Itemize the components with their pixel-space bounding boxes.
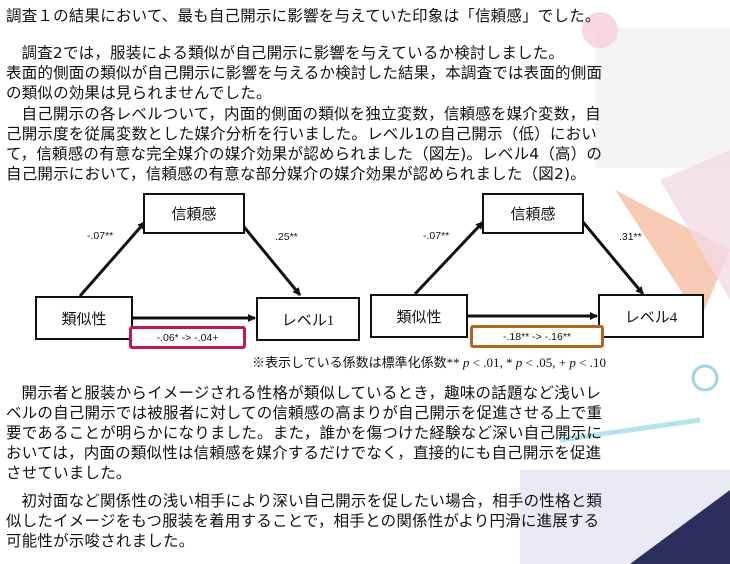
- study2-line: 表面的側面の類似が自己開示に影響を与えるか検討した結果，本調査では表面的側面: [6, 64, 603, 82]
- right-predictor-box: 類似性: [370, 294, 468, 338]
- decor-triangle-navy: [630, 490, 730, 564]
- discussion-line: ベルの自己開示では被服者に対しての信頼感の高まりが自己開示を促進させる上で重: [6, 404, 603, 422]
- left-path-a-coefficient: -.07**: [87, 230, 114, 242]
- conclusion-line: 初対面など関係性の浅い相手により深い自己開示を促したい場合，相手の性格と類: [21, 492, 603, 510]
- decor-ring: [691, 364, 719, 392]
- right-path-b-coefficient: .31**: [619, 231, 642, 243]
- mediation-line: て，信頼感の有意な完全媒介の媒介効果が認められました（図左)。レベル4（高）の: [6, 145, 603, 163]
- result-sentence: 調査１の結果において、最も自己開示に影響を与えていた印象は「信頼感」でした。: [6, 7, 601, 25]
- study2-paragraph: 調査2では，服装による類似が自己開示に影響を与えているか検討しました。 表面的側…: [6, 43, 726, 103]
- conclusion-paragraph: 初対面など関係性の浅い相手により深い自己開示を促したい場合，相手の性格と類 似し…: [6, 491, 726, 551]
- right-path-a-arrow: [413, 220, 485, 296]
- mediation-line: 己開示度を従属変数とした媒介分析を行いました。レベル1の自己開示（低）におい: [6, 125, 597, 143]
- left-path-b-arrow: [238, 221, 302, 296]
- study2-line: の類似の効果は見られませんでした。: [6, 84, 272, 102]
- discussion-line: おいては，内面の類似性は信頼感を媒介するだけでなく，直接的にも自己開示を促進: [6, 444, 602, 462]
- discussion-line: させていました。: [6, 464, 132, 482]
- coefficient-note: ※表示している係数は標準化係数** p < .01, * p < .05, + …: [252, 355, 606, 370]
- mediation-line: 自己開示の各レベルついて，内面的側面の類似を独立変数，信頼感を媒介変数，自: [21, 105, 601, 123]
- right-path-a-coefficient: -.07**: [423, 230, 450, 242]
- mediation-paragraph: 自己開示の各レベルついて，内面的側面の類似を独立変数，信頼感を媒介変数，自 己開…: [6, 104, 726, 184]
- right-outcome-box: レベル4: [598, 294, 704, 338]
- mediation-line: 自己開示において，信頼感の有意な部分媒介の媒介効果が認められました（図2)。: [6, 165, 586, 183]
- decor-triangle-orange: [615, 190, 730, 320]
- discussion-line: 要であることが明らかになりました。また，誰かを傷つけた経験など深い自己開示に: [6, 424, 603, 442]
- right-mediator-box: 信頼感: [482, 193, 584, 234]
- discussion-line: 開示者と服装からイメージされる性格が類似しているとき，趣味の話題など浅いレ: [21, 384, 602, 402]
- decor-panel: [595, 28, 730, 168]
- decor-triangle-pink: [660, 150, 730, 300]
- decor-circle: [582, 12, 618, 48]
- left-mediator-box: 信頼感: [143, 193, 245, 234]
- left-path-b-coefficient: .25**: [275, 231, 298, 243]
- right-indirect-effect: -.18** -> -.16**: [470, 325, 604, 348]
- left-outcome-box: レベル1: [256, 297, 360, 341]
- left-predictor-box: 類似性: [35, 296, 133, 340]
- conclusion-line: 可能性が示唆されました。: [6, 532, 195, 550]
- discussion-paragraph: 開示者と服装からイメージされる性格が類似しているとき，趣味の話題など浅いレ ベル…: [6, 383, 726, 483]
- left-path-a-arrow: [78, 221, 147, 297]
- study2-line: 調査2では，服装による類似が自己開示に影響を与えているか検討しました。: [21, 44, 565, 62]
- conclusion-line: 似したイメージをもつ服装を着用することで，相手との関係性がより円滑に進展する: [6, 512, 600, 530]
- left-indirect-effect: -.06* -> -.04+: [129, 326, 246, 349]
- decor-stroke: [559, 417, 701, 443]
- right-path-b-arrow: [581, 221, 645, 295]
